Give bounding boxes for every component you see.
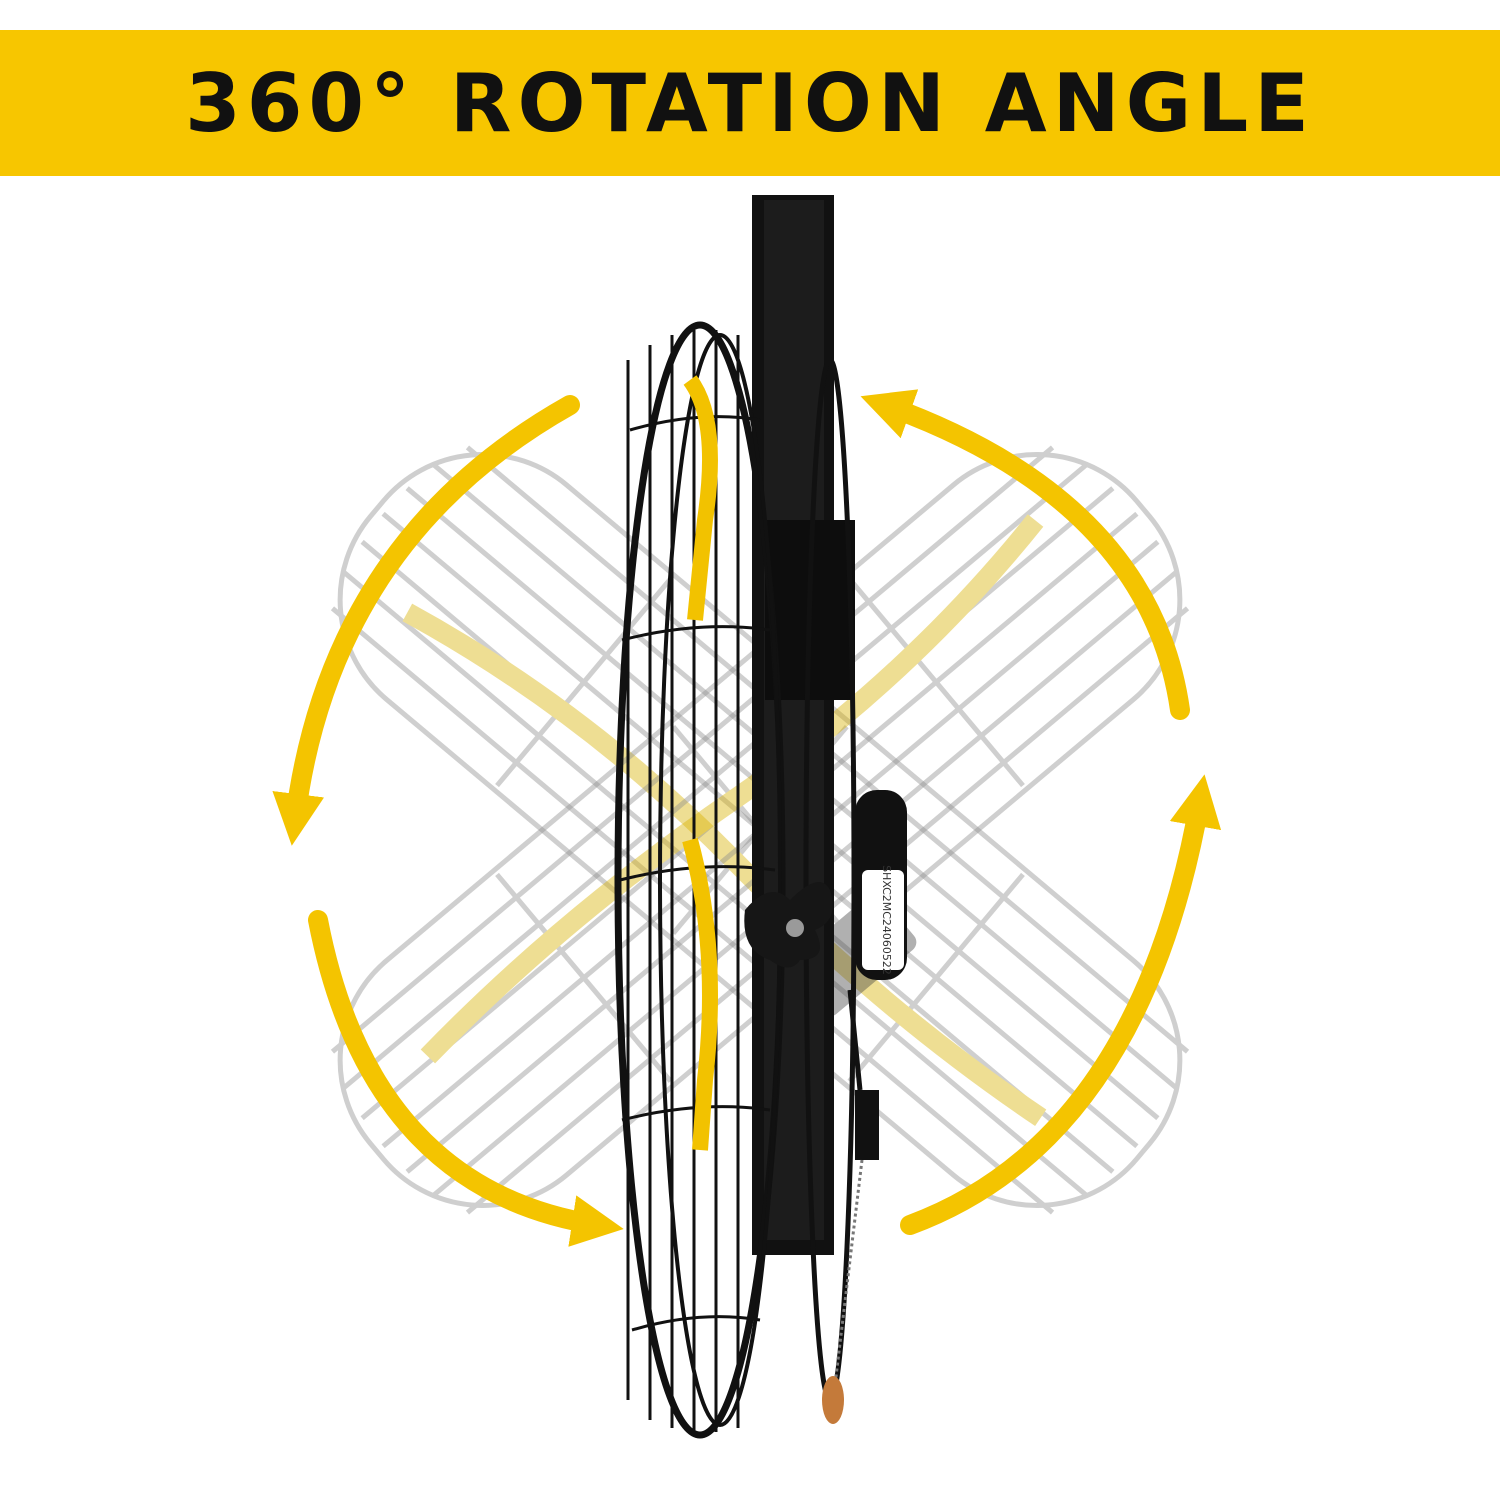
title-banner: 360° ROTATION ANGLE	[0, 30, 1500, 176]
curved-arrow-up-left-icon	[272, 395, 580, 846]
fan-main: SHXC2MC24060522	[614, 195, 907, 1439]
banner-title: 360° ROTATION ANGLE	[185, 56, 1315, 150]
pull-chain-knob	[822, 1376, 844, 1424]
motor-label: SHXC2MC24060522	[880, 865, 893, 975]
curved-arrow-down-right-icon	[860, 389, 1190, 720]
rotation-arrows	[272, 389, 1222, 1247]
curved-arrow-up-right-icon	[900, 774, 1222, 1235]
curved-arrow-down-left-icon	[308, 910, 624, 1247]
